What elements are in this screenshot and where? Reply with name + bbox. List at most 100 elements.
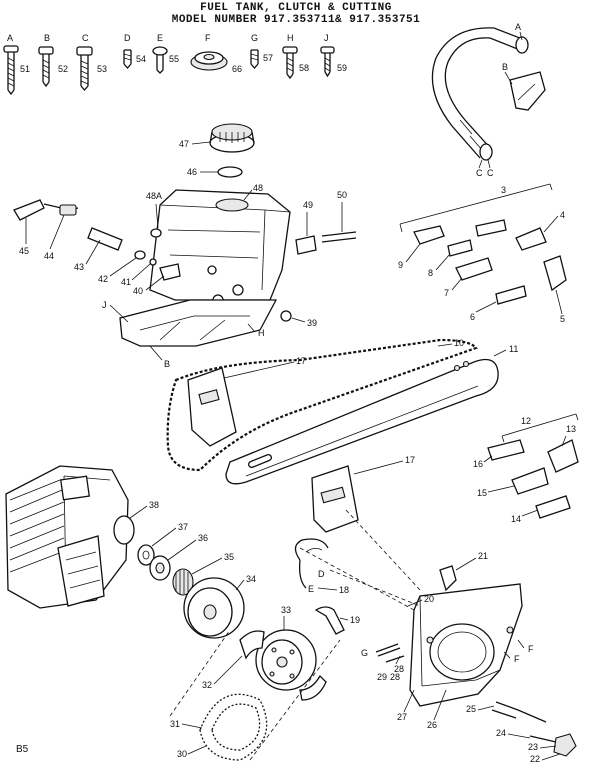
callout-28-upper: 28 [394, 664, 404, 674]
link-9 [413, 225, 445, 245]
link-8 [447, 239, 473, 257]
chain-link-callouts-12: 12 13 14 15 16 [473, 416, 576, 524]
fuel-filter[interactable] [59, 204, 77, 216]
hardware-g-letter: G [251, 33, 258, 43]
handle-bracket[interactable] [509, 71, 546, 111]
guide-bar[interactable] [225, 358, 499, 485]
hardware-e-bolt[interactable]: E 55 [152, 33, 179, 74]
hardware-g-setscrew[interactable]: G 57 [250, 33, 273, 69]
callout-34: 34 [246, 574, 256, 584]
front-handle[interactable] [431, 27, 529, 161]
cover-callouts: 21 20 18 19 28 29 28 27 26 25 24 23 22 [317, 551, 561, 764]
callout-17-upper: 17 [296, 356, 306, 366]
callout-45: 45 [19, 246, 29, 256]
hardware-d-setscrew[interactable]: D 54 [123, 33, 146, 69]
handle-label-b: B [502, 62, 508, 72]
hardware-h-screw[interactable]: H 58 [282, 33, 309, 80]
callout-38: 38 [149, 500, 159, 510]
callout-14: 14 [511, 514, 521, 524]
brake-lever-21[interactable] [439, 565, 457, 592]
tank-fittings[interactable] [134, 228, 181, 281]
title-line-2: MODEL NUMBER 917.353711& 917.353751 [171, 14, 421, 26]
fuel-cap[interactable] [209, 123, 255, 153]
callout-29: 29 [377, 672, 387, 682]
hardware-g-number: 57 [263, 53, 273, 63]
callout-49: 49 [303, 200, 313, 210]
callout-8: 8 [428, 268, 433, 278]
cap-gasket[interactable] [217, 166, 243, 178]
callout-42: 42 [98, 274, 108, 284]
brake-spring-19[interactable] [314, 606, 345, 635]
callout-37: 37 [178, 522, 188, 532]
hardware-j-screw[interactable]: J 59 [320, 33, 347, 78]
hardware-a-screw[interactable]: A 51 [3, 33, 30, 96]
bar-callouts: 10 11 17 17 [223, 338, 518, 475]
fuel-line[interactable] [13, 199, 123, 251]
clutch-drum-34[interactable] [183, 577, 245, 639]
clutch-cover-36[interactable] [149, 555, 171, 581]
clutch-assembly-33[interactable] [255, 629, 317, 691]
hardware-d-number: 54 [136, 54, 146, 64]
callout-21: 21 [478, 551, 488, 561]
bar-plate-lower[interactable] [311, 465, 359, 533]
saw-chain[interactable] [166, 338, 478, 472]
callout-16: 16 [473, 459, 483, 469]
clutch-callouts: 37 36 35 34 33 32 31 30 [151, 522, 291, 759]
hardware-h-letter: H [287, 33, 294, 43]
clutch-spring-31[interactable] [199, 693, 268, 761]
callout-43: 43 [74, 262, 84, 272]
hardware-d-letter: D [124, 33, 131, 43]
callout-6: 6 [470, 312, 475, 322]
callout-3: 3 [501, 185, 506, 195]
hardware-f-nut[interactable]: F 66 [190, 33, 242, 74]
cover-dashed-guide [299, 509, 421, 611]
clutch-washer-37[interactable] [137, 544, 155, 566]
engine-block[interactable] [5, 465, 135, 609]
cover-label-e: E [308, 584, 314, 594]
hardware-f-letter: F [205, 33, 211, 43]
callout-28-lower: 28 [390, 672, 400, 682]
cover-label-f1: F [528, 644, 534, 654]
chain-link-callouts: 3 4 5 6 7 8 9 [398, 185, 565, 324]
engine-callouts: 38 [129, 500, 159, 519]
hardware-a-number: 51 [20, 64, 30, 74]
tank-base[interactable] [119, 299, 278, 347]
hardware-a-letter: A [7, 33, 13, 43]
tank-label-j: J [102, 300, 107, 310]
callout-39: 39 [307, 318, 317, 328]
clutch-dashed-guide [169, 629, 341, 761]
callout-5: 5 [560, 314, 565, 324]
callout-41: 41 [121, 277, 131, 287]
callout-12: 12 [521, 416, 531, 426]
hardware-c-screw[interactable]: C 53 [76, 33, 107, 91]
link-15 [511, 467, 549, 495]
callout-26: 26 [427, 720, 437, 730]
handle-label-c1: C [476, 168, 483, 178]
link-5 [543, 255, 567, 292]
fuel-tank[interactable] [149, 189, 291, 306]
hardware-e-letter: E [157, 33, 163, 43]
bar-plate-upper[interactable] [187, 367, 237, 447]
hardware-b-screw[interactable]: B 52 [38, 33, 68, 88]
tank-label-h: H [258, 328, 265, 338]
brake-band-18[interactable] [294, 538, 329, 589]
clutch-shoe-32[interactable] [239, 630, 327, 701]
tank-label-b: B [164, 359, 170, 369]
tank-bolt-49-50[interactable] [280, 231, 357, 322]
title-line-1: FUEL TANK, CLUTCH & CUTTING [200, 2, 392, 14]
callout-10: 10 [454, 338, 464, 348]
callout-35: 35 [224, 552, 234, 562]
hardware-c-letter: C [82, 33, 89, 43]
needle-bearing-35[interactable] [172, 568, 194, 596]
link-7 [455, 257, 493, 281]
link-6 [495, 285, 527, 305]
sprocket-cover-26[interactable] [409, 583, 523, 707]
callout-17-lower: 17 [405, 455, 415, 465]
callout-13: 13 [566, 424, 576, 434]
callout-48a: 48A [146, 191, 162, 201]
chain-link-set-12[interactable] [487, 413, 579, 519]
callout-27: 27 [397, 712, 407, 722]
chain-link-set-3[interactable] [399, 183, 567, 305]
cover-screws[interactable] [375, 643, 577, 757]
